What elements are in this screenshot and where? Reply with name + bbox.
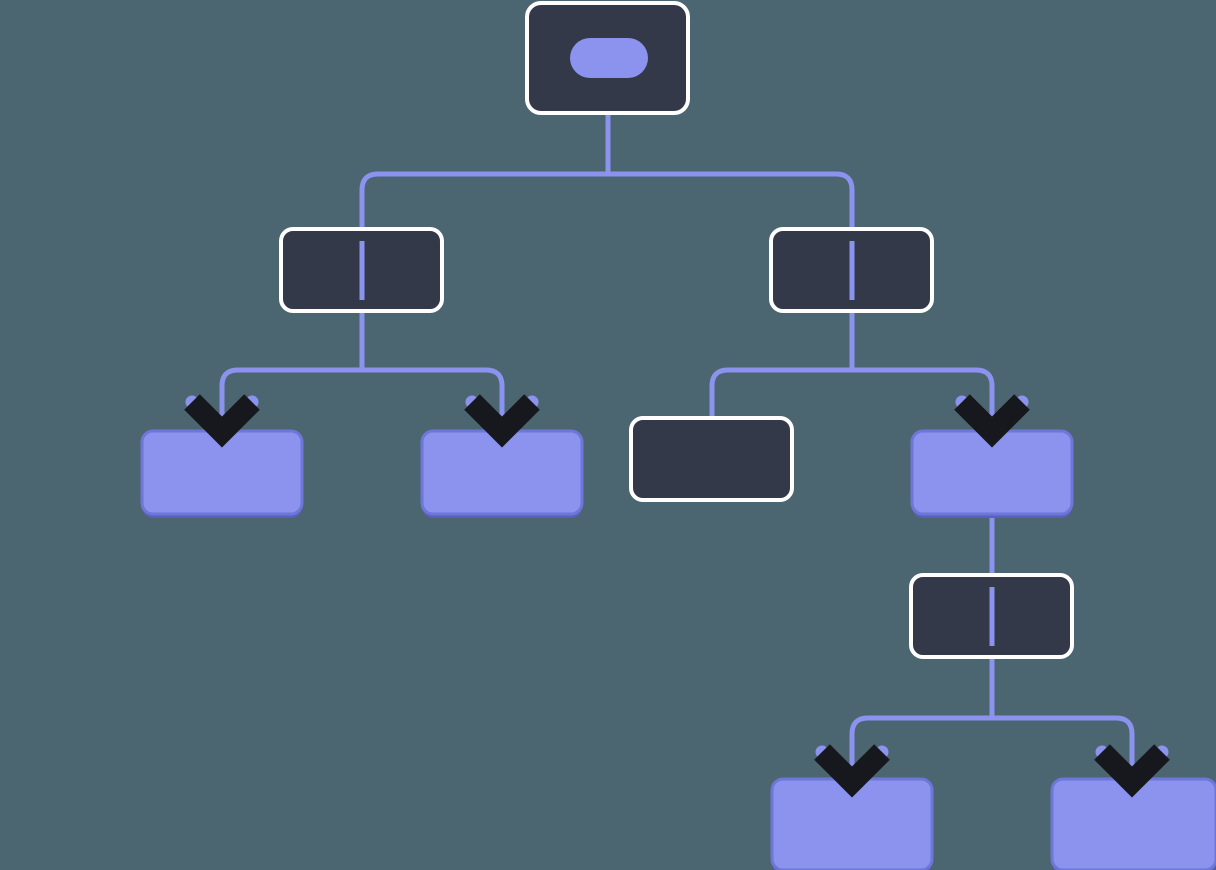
node-n0-dark[interactable] <box>525 1 690 115</box>
node-n9-purple[interactable] <box>1050 777 1216 870</box>
node-pill-badge <box>570 38 648 78</box>
edge-e8 <box>849 672 995 790</box>
node-n8-purple[interactable] <box>770 777 934 870</box>
edge-e5 <box>709 325 855 420</box>
edge-layer <box>219 58 1135 790</box>
edge-e6 <box>852 367 995 440</box>
node-n5-dark[interactable] <box>629 416 794 502</box>
arrowhead-glyph <box>954 394 1030 448</box>
edge-e3 <box>219 325 365 440</box>
arrowhead-glyph <box>814 744 890 798</box>
arrowhead-layer <box>184 394 1170 798</box>
arrowhead-a1 <box>464 394 540 448</box>
arrowhead-a0 <box>184 394 260 448</box>
arrowhead-a4 <box>1094 744 1170 798</box>
node-n3-purple[interactable] <box>140 429 304 518</box>
node-n4-purple[interactable] <box>420 429 584 518</box>
arrowhead-glyph <box>184 394 260 448</box>
edge-e2 <box>608 171 855 325</box>
edge-e1 <box>359 171 608 325</box>
arrowhead-a2 <box>954 394 1030 448</box>
node-n6-purple[interactable] <box>910 429 1074 518</box>
node-body[interactable] <box>629 416 794 502</box>
line-through-layer <box>359 241 995 646</box>
edge-e4 <box>362 367 505 440</box>
arrowhead-a3 <box>814 744 890 798</box>
edge-e9 <box>992 715 1135 790</box>
arrowhead-glyph <box>464 394 540 448</box>
arrowhead-glyph <box>1094 744 1170 798</box>
node-layer <box>140 1 1216 870</box>
